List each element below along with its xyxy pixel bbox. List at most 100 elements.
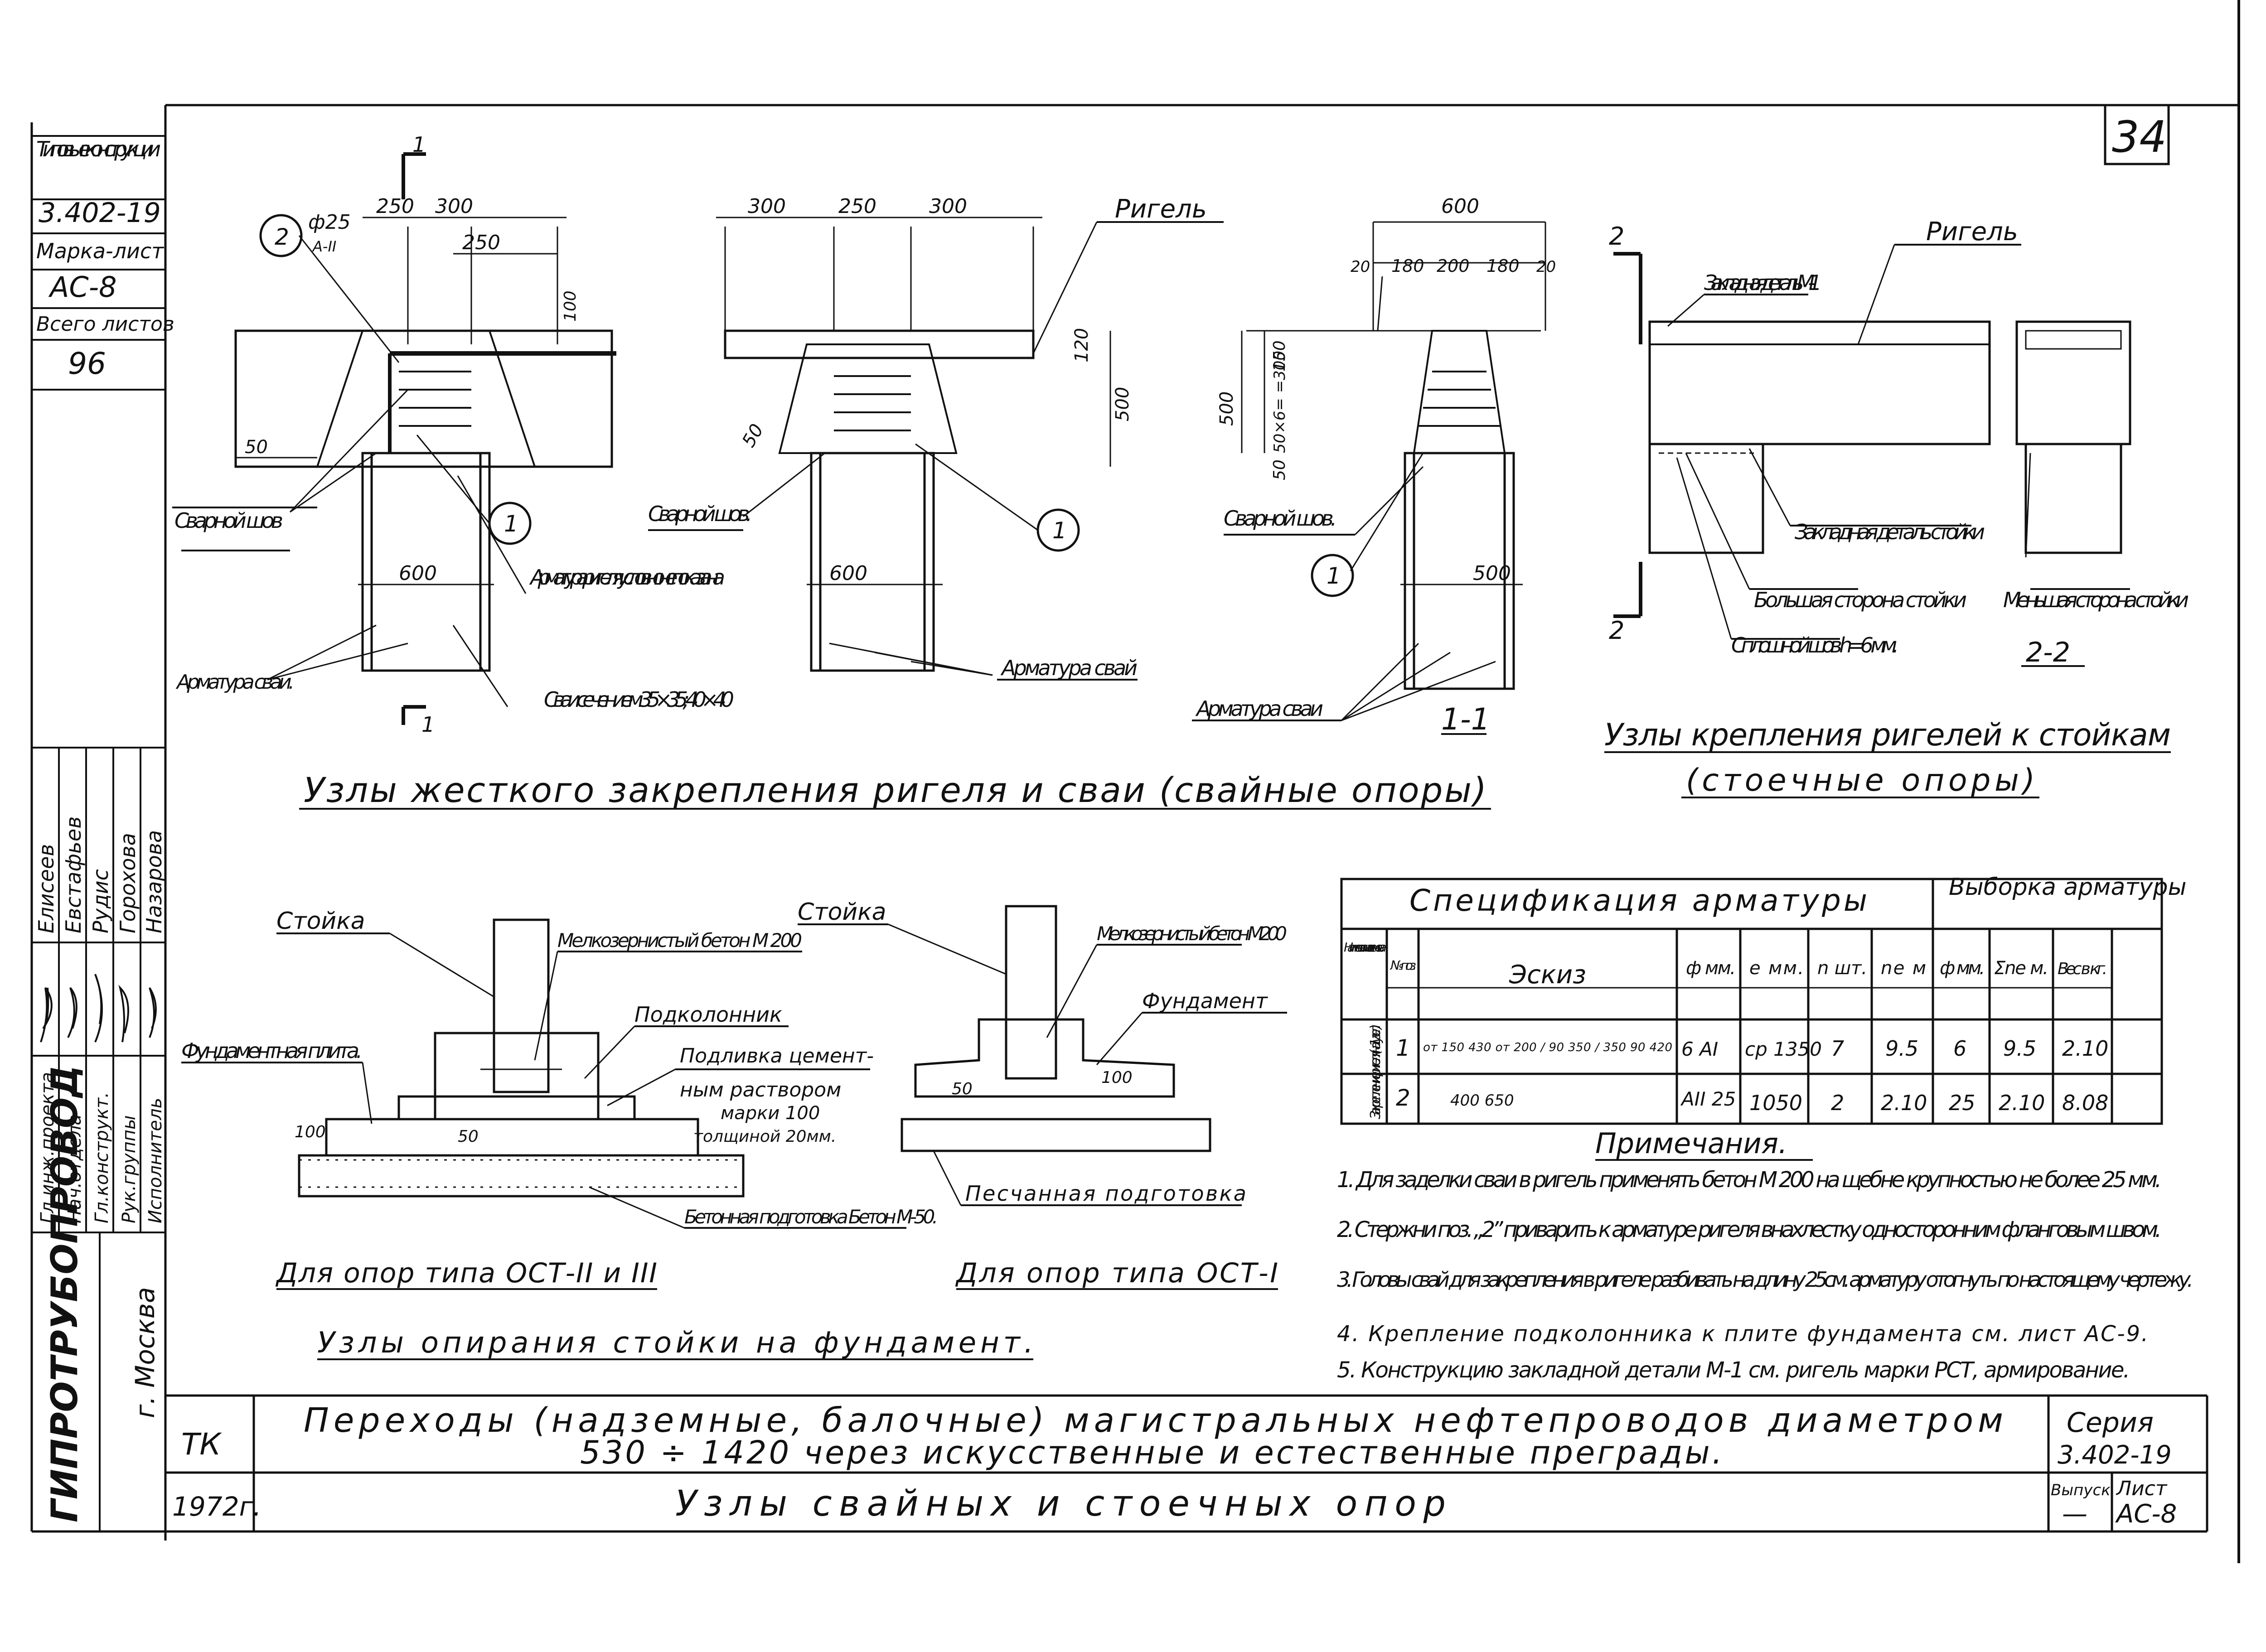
tm-dim-300b: 300 [929,195,967,218]
side-stamp [32,135,165,1531]
tl-dim-600: 600 [399,562,437,585]
spec-cell: 8.08 [2062,1091,2108,1115]
stamp-org: ГИПРОТРУБОПРОВОД [44,1065,86,1522]
stamp-names: Елисеев Евстафьев Рудис Гороховa Назаров… [34,816,166,933]
s11-weld: Сварной шов. [1224,506,1337,531]
s11-dim-180b: 180 [1486,256,1520,276]
s11-dim-20a: 20 [1351,258,1370,276]
spec-header: Вес в кг. [2058,960,2107,978]
tl-weld: Сварной шов [174,508,283,533]
bm-caption: Для опор типа ОСТ-I [955,1257,1278,1289]
spec-cell: 7 [1831,1036,1844,1061]
issue-label: Выпуск [2051,1481,2111,1499]
tr-rigel: Ригель [1926,217,2018,246]
tr-section-mark-b: 2 [1609,616,1624,645]
note-item: 1. Для заделки сваи в ригель применять б… [1337,1167,2162,1193]
tl-section-mark-b: 1 [421,712,435,737]
s11-dim-600: 600 [1441,195,1479,218]
tl-dim-300: 300 [435,195,473,218]
tl-rebar-rigel: Арматура ригеля условно не показана [529,565,725,589]
stamp-name: Елисеев [34,844,58,933]
stamp-typical: Типовые конструкции [36,137,161,161]
tl-pos-2: 2 [275,224,289,250]
sheet-label: Лист [2116,1477,2168,1500]
tl-piles: Сваи сечением 35×35; 40×40 [544,687,734,712]
spec-header: Эскиз [1509,960,1586,990]
spec-header: ф мм. [1686,958,1736,979]
spec-header: ne м [1881,958,1926,979]
tr-small-side: Меньшая сторона стойки [2003,588,2189,612]
bl-caption: Для опор типа ОСТ-II и III [275,1257,657,1289]
bl-grout-4: толщиной 20мм. [693,1127,836,1146]
s11-dim-50: 50 [1270,459,1289,480]
bm-dim-100: 100 [1101,1068,1133,1087]
tr-caption-2: (стоечные опоры) [1686,763,2035,798]
section-1-1 [1192,221,1546,735]
bl-grout-1: Подливка цемент- [680,1044,874,1068]
spec-cell: 6 [1953,1036,1966,1061]
project-line-2: 530 ÷ 1420 через искусственные и естеств… [580,1434,1722,1471]
s11-dim-200: 200 [1437,256,1470,276]
tl-dim-100: 100 [561,290,580,322]
s11-dim-500: 500 [1216,391,1237,426]
stamp-role: Нач.отдела [64,1114,85,1223]
stamp-roles: Гл.инж.проекта Нач.отдела Гл.конструкт. … [37,1072,166,1223]
notes-title: Примечания. [1595,1127,1787,1160]
stamp-signatures [40,974,157,1043]
stamp-name: Назарова [142,830,166,933]
s11-dim-20b: 20 [1536,258,1556,276]
spec-table-grid [1340,878,2163,1125]
stamp-mark-label: Марка-лист [36,239,164,263]
s11-pos-1: 1 [1327,563,1341,589]
s11-dim-180a: 180 [1391,256,1424,276]
spec-cell: 2.10 [1999,1091,2045,1115]
note-item: 2. Стержни поз. „2” приварить к арматуре… [1337,1217,2162,1242]
s11-dim-150: 150 [1270,340,1289,372]
spec-row-2: 2 400 650 АII 25 1050 2 2.10 25 2.10 8.0… [1396,1085,2108,1115]
bm-post: Стойка [798,898,886,926]
spec-cell: ср 1350 [1745,1038,1822,1060]
bm-found: Фундамент [1142,989,1268,1013]
sheet-number: 34 [2112,112,2167,162]
stamp-name: Рудис [88,869,113,933]
project-line-1: Переходы (надземные, балочные) магистрал… [304,1401,2003,1440]
bl-dim-100: 100 [295,1123,326,1141]
bl-grout-2: ным раствором [680,1078,841,1101]
tm-dim-250: 250 [838,195,876,218]
note-item: 3. Головы свай для закрепления в ригеле … [1337,1267,2193,1292]
spec-cell: 2 [1831,1091,1844,1115]
title-block-lines [165,1394,2208,1531]
stamp-city: г. Москва [130,1287,160,1418]
tl-rebar-class: А-II [312,238,336,255]
spec-cell: 1050 [1749,1091,1802,1115]
year: 1972г. [172,1491,261,1522]
tr-embed-post: Закладная деталь стойки [1795,520,1985,544]
tm-dim-50: 50 [738,420,768,451]
bm-concrete: Мелкозернистый бетон М200 [1097,923,1287,945]
footing-ost-1 [798,905,1287,1290]
spec-header: № поз. [1390,958,1417,973]
tm-weld: Сварной шов. [648,502,752,526]
spec-header: Σne м. [1994,958,2048,979]
sheet-frame [30,0,2240,1563]
stamp-name: Евстафьев [61,816,86,933]
spec-cell: АII 25 [1680,1088,1736,1110]
bl-dim-50: 50 [458,1127,479,1146]
stamp-sheets-label: Всего листов [36,313,174,336]
bl-grout-3: марки 100 [721,1103,820,1124]
spec-cell: 400 650 [1450,1092,1514,1110]
spec-cell: 6 АI [1681,1038,1718,1060]
tm-dim-600: 600 [829,562,867,585]
footing-ost-2-3 [181,918,1033,1360]
stamp-code: 3.402-19 [39,197,161,229]
series-value: 3.402-19 [2058,1440,2172,1470]
tr-caption-1: Узлы крепления ригелей к стойкам [1604,717,2171,753]
spec-header: n шт. [1817,958,1867,979]
tl-section-mark: 1 [412,132,426,157]
spec-headers: Наиме-нование элемен-та. № поз. Эскиз ф … [1344,940,2107,990]
note-item: 4. Крепление подколонника к плите фундам… [1337,1321,2148,1347]
tr-label-2-2: 2-2 [2026,637,2070,668]
drawing-title: Узлы свайных и стоечных опор [675,1483,1446,1524]
s11-label: 1-1 [1441,702,1490,737]
caption-pile-nodes: Узлы жесткого закрепления ригеля и сваи … [304,770,1486,810]
